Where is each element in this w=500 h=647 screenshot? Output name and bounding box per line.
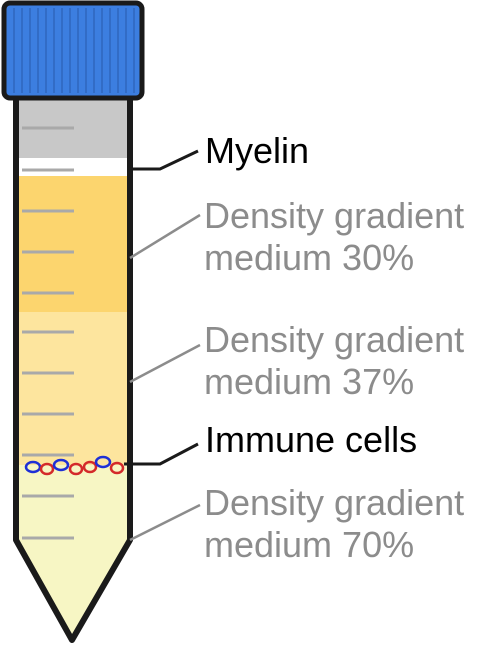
immune-cells-label: Immune cells [205,419,417,460]
cell-circle-icon [68,462,84,476]
graduation-marks [22,126,74,540]
cell-circle-icon [109,461,125,475]
immune-cells-cluster [24,455,125,476]
medium-30-label-line2: medium 30% [204,237,414,278]
medium-70-leader-line [129,503,201,542]
cell-circle-icon [24,460,42,474]
cap-grip-lines [13,8,135,93]
centrifuge-tube-icon [13,98,133,643]
medium-37-label-line1: Density gradient [204,319,464,360]
medium-70-label-line2: medium 70% [204,524,414,565]
tube-cap [1,0,145,101]
myelin-layer [16,158,130,176]
medium-70-label-line1: Density gradient [204,482,464,523]
cell-circle-icon [39,462,55,476]
medium-37-label-line2: medium 37% [204,361,414,402]
myelin-leader-line [130,149,199,171]
medium-30-leader-line [129,213,201,260]
immune-cells-leader-line [124,442,199,466]
cell-circle-icon [94,455,112,469]
myelin-label: Myelin [205,130,309,171]
cell-circle-icon [82,460,98,474]
medium-37-leader-line [129,343,201,384]
medium-30-layer [16,176,130,312]
medium-30-label-line1: Density gradient [204,195,464,236]
cell-circle-icon [52,458,70,472]
medium-37-layer [16,312,130,465]
